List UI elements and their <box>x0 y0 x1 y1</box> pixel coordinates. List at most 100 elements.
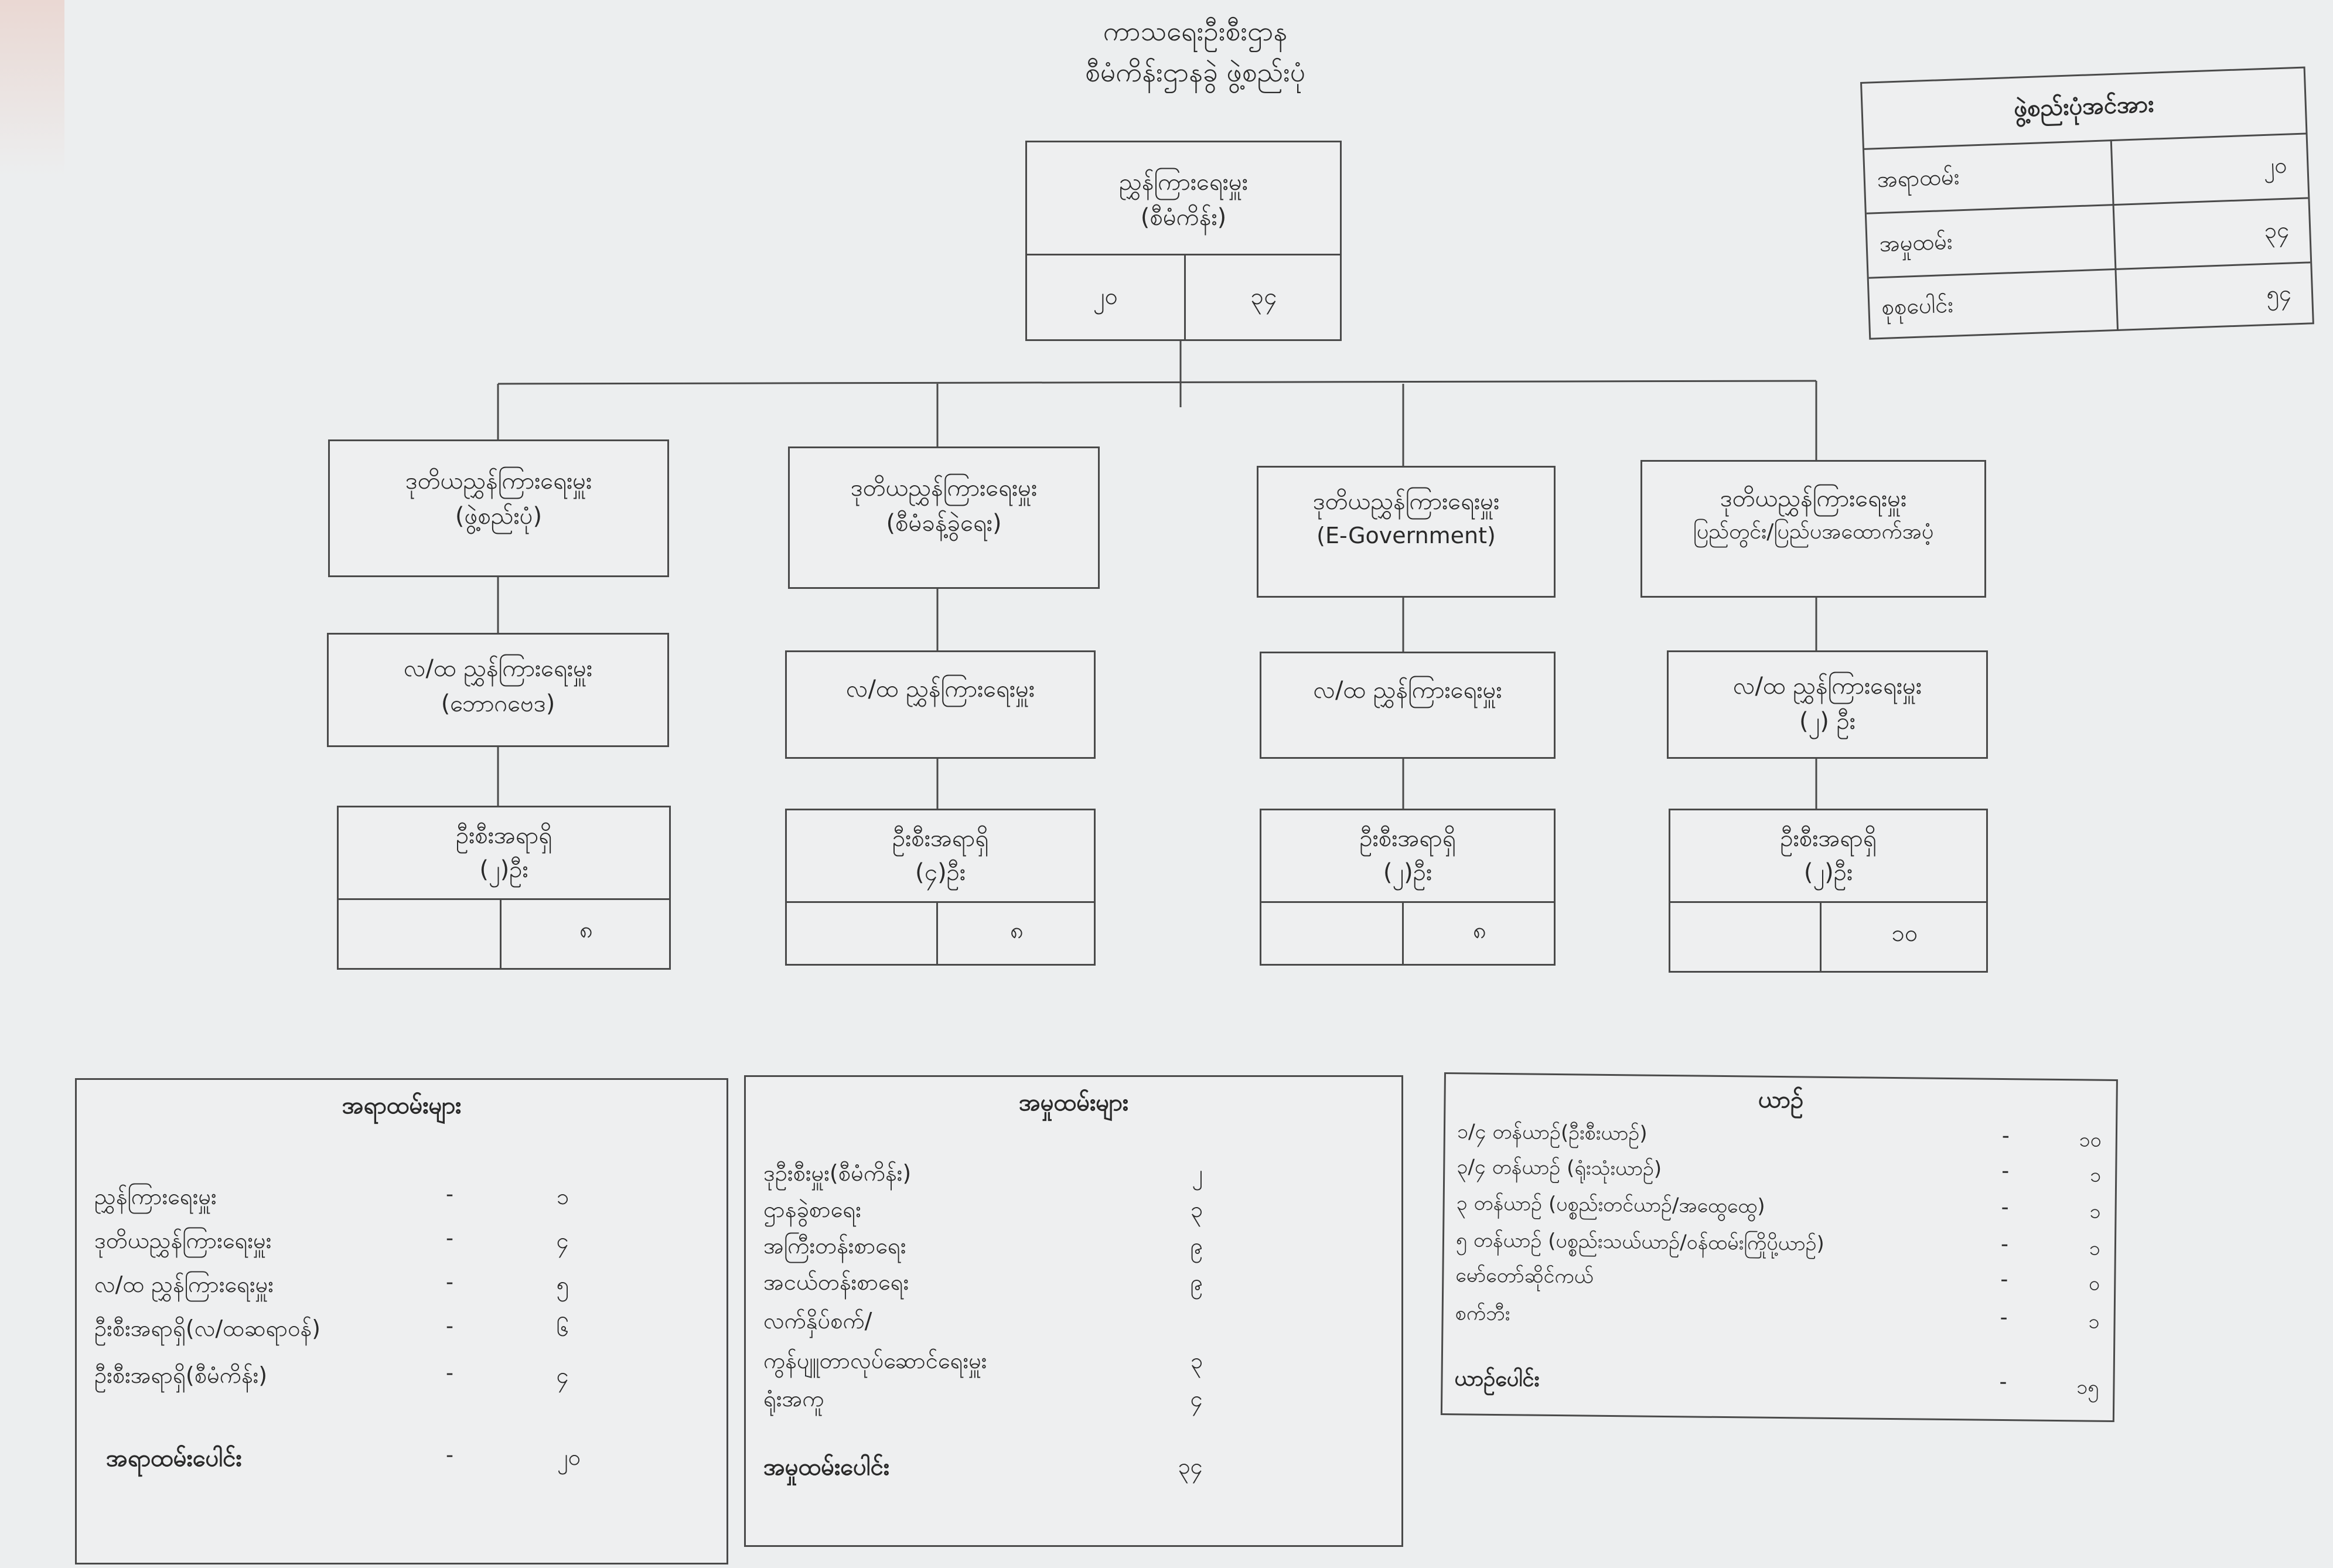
staff-row-label: လက်နှိပ်စက်/ <box>763 1308 872 1334</box>
officers-row-value: ၅ <box>556 1272 569 1297</box>
officers-panel: အရာထမ်းများ ညွှန်ကြားရေးမှူး - ၁ ဒုတိယညွ… <box>75 1078 728 1564</box>
deputy-box: ဒုတိယညွှန်ကြားရေးမှူး (E-Government) <box>1257 466 1556 598</box>
officer-divider <box>936 901 938 966</box>
assistant-director-box: လ/ထ ညွှန်ကြားရေးမှူး <box>1260 652 1556 759</box>
summary-header: ဖွဲ့စည်းပုံအင်အား <box>1862 68 2306 150</box>
staff-total-value: ၃၄ <box>1178 1453 1203 1479</box>
vehicles-panel: ယာဉ် ၁/၄ တန်ယာဉ်(ဦးစီးယာဉ်) - ၁၀ ၃/၄ တန်… <box>1440 1072 2118 1423</box>
assistant-title: လ/ထ ညွှန်ကြားရေးမှူး <box>845 676 1035 703</box>
summary-rule-1 <box>1866 197 2308 214</box>
officers-row-dash: - <box>446 1314 453 1338</box>
deputy-subtitle: (ဖွဲ့စည်းပုံ) <box>455 503 543 530</box>
officer-count: (၂)ဦး <box>479 856 528 883</box>
officer-title: ဦးစီးအရာရှိ <box>455 822 552 849</box>
officer-title: ဦးစီးအရာရှိ <box>1780 825 1877 852</box>
vehicles-row-dash: - <box>2000 1267 2008 1292</box>
summary-row-label: အမှုထမ်း <box>1878 228 1953 257</box>
officer-staff-value: ၈ <box>1473 916 1486 944</box>
officer-left-value <box>1670 903 1820 967</box>
deputy-title: ဒုတိယညွှန်ကြားရေးမှူး <box>850 475 1038 502</box>
assistant-title: လ/ထ ညွှန်ကြားရေးမှူး <box>403 655 593 682</box>
vehicles-row-label: စက်ဘီး <box>1455 1301 1510 1326</box>
officer-rule <box>787 901 1094 903</box>
officer-left-value <box>339 900 500 963</box>
assistant-director-box: လ/ထ ညွှန်ကြားရေးမှူး (ဘောဂဗေဒ) <box>327 633 669 747</box>
officer-count: (၂)ဦး <box>1803 859 1853 886</box>
assistant-title: လ/ထ ညွှန်ကြားရေးမှူး <box>1732 673 1922 700</box>
officer-box: ဦးစီးအရာရှိ (၂)ဦး ၁၀ <box>1669 809 1988 973</box>
officer-left-value <box>1261 903 1402 962</box>
summary-row-label: စုစုပေါင်း <box>1881 291 1954 320</box>
deputy-box: ဒုတိယညွှန်ကြားရေးမှူး (ဖွဲ့စည်းပုံ) <box>328 439 669 577</box>
officer-divider <box>500 898 502 970</box>
staff-panel: အမှုထမ်းများ ဒုဦးစီးမှူး(စီမံကိန်း) ၂ ဌာ… <box>744 1075 1403 1547</box>
vehicles-row-dash: - <box>2001 1123 2010 1148</box>
vehicles-row-value: ၁ <box>2089 1236 2101 1260</box>
summary-row-value: ၂၀ <box>2263 152 2288 179</box>
deputy-subtitle: (စီမံခန့်ခွဲရေး) <box>886 510 1002 537</box>
vehicles-row-label: ၁/၄ တန်ယာဉ်(ဦးစီးယာဉ်) <box>1457 1120 1648 1146</box>
officers-row-label: ဦးစီးအရာရှိ(စီမံကိန်း) <box>94 1362 268 1388</box>
vehicles-row-value: ၀ <box>2088 1272 2100 1296</box>
summary-table: ဖွဲ့စည်းပုံအင်အား အရာထမ်း အမှုထမ်း စုစုပ… <box>1860 66 2314 340</box>
vehicles-total-value: ၁၅ <box>2076 1375 2099 1399</box>
officers-total-dash: - <box>446 1443 453 1467</box>
summary-row-value: ၃၄ <box>2263 216 2290 244</box>
officers-row-value: ၄ <box>556 1362 569 1388</box>
summary-rule-2 <box>1868 261 2311 279</box>
staff-row-value: ၃ <box>1190 1197 1203 1222</box>
officer-divider <box>1820 901 1822 973</box>
vehicles-row-value: ၁ <box>2089 1163 2102 1187</box>
officers-row-dash: - <box>446 1361 453 1385</box>
staff-row-label: ကွန်ပျူတာလုပ်ဆောင်ရေးမှူး <box>763 1348 987 1373</box>
director-title: ညွှန်ကြားရေးမှူး <box>1119 169 1248 196</box>
deputy-box: ဒုတိယညွှန်ကြားရေးမှူး (စီမံခန့်ခွဲရေး) <box>788 446 1100 589</box>
staff-total-label: အမှုထမ်းပေါင်း <box>763 1454 890 1481</box>
chart-title-line2: စီမံကိန်းဌာနခွဲ ဖွဲ့စည်းပုံ <box>1085 56 1305 88</box>
staff-row-value: ၉ <box>1190 1269 1203 1295</box>
officers-row-label: ညွှန်ကြားရေးမှူး <box>94 1184 217 1209</box>
assistant-director-box: လ/ထ ညွှန်ကြားရေးမှူး (၂) ဦး <box>1667 650 1988 759</box>
officers-row-dash: - <box>446 1226 453 1250</box>
vehicles-row-dash: - <box>2000 1232 2009 1257</box>
staff-row-label: အကြီးတန်းစာရေး <box>763 1233 906 1259</box>
vehicles-row-dash: - <box>2001 1195 2009 1220</box>
officers-row-dash: - <box>446 1182 453 1206</box>
deputy-box: ဒုတိယညွှန်ကြားရေးမှူး ပြည်တွင်း/ပြည်ပအထေ… <box>1640 460 1986 598</box>
vehicles-row-label: ၃ တန်ယာဉ် (ပစ္စည်းတင်ယာဉ်/အထွေထွေ) <box>1456 1191 1765 1218</box>
staff-row-label: အငယ်တန်းစာရေး <box>763 1269 909 1295</box>
officers-row-label: ဒုတိယညွှန်ကြားရေးမှူး <box>94 1228 272 1253</box>
officer-box: ဦးစီးအရာရှိ (၄)ဦး ၈ <box>785 809 1096 966</box>
officers-row-label: လ/ထ ညွှန်ကြားရေးမှူး <box>94 1272 274 1297</box>
officers-total-label: အရာထမ်းပေါင်း <box>106 1445 242 1472</box>
deputy-subtitle: (E-Government) <box>1316 523 1496 548</box>
vehicles-row-value: ၁၀ <box>2079 1128 2102 1152</box>
officer-title: ဦးစီးအရာရှိ <box>892 825 989 852</box>
officers-row-value: ၄ <box>556 1228 569 1253</box>
assistant-subtitle: (၂) ဦး <box>1799 708 1856 735</box>
officers-row-value: ၆ <box>556 1315 569 1341</box>
officers-row-value: ၁ <box>556 1184 569 1209</box>
vehicles-row-label: ၅ တန်ယာဉ် (ပစ္စည်းသယ်ယာဉ်/ဝန်ထမ်းကြိုပို… <box>1455 1228 1825 1256</box>
staff-row-value: ၉ <box>1190 1233 1203 1259</box>
officer-left-value <box>787 903 936 962</box>
officers-panel-header: အရာထမ်းများ <box>342 1092 462 1119</box>
deputy-subtitle: ပြည်တွင်း/ပြည်ပအထောက်အပံ့ <box>1693 520 1934 544</box>
officer-title: ဦးစီးအရာရှိ <box>1359 825 1456 852</box>
vehicles-row-label: ၃/၄ တန်ယာဉ် (ရုံးသုံးယာဉ်) <box>1457 1155 1662 1181</box>
assistant-subtitle: (ဘောဂဗေဒ) <box>441 690 555 717</box>
deputy-title: ဒုတိယညွှန်ကြားရေးမှူး <box>405 468 592 495</box>
director-divider <box>1184 254 1186 341</box>
assistant-title: လ/ထ ညွှန်ကြားရေးမှူး <box>1313 677 1502 704</box>
officer-box: ဦးစီးအရာရှိ (၂)ဦး ၈ <box>1260 809 1556 966</box>
deputy-title: ဒုတိယညွှန်ကြားရေးမှူး <box>1312 488 1500 515</box>
staff-row-label: ဌာနခွဲစာရေး <box>763 1197 861 1222</box>
assistant-director-box: လ/ထ ညွှန်ကြားရေးမှူး <box>785 650 1096 759</box>
officer-count: (၄)ဦး <box>915 859 966 886</box>
officers-row-label: ဦးစီးအရာရှိ(လ/ထဆရာဝန်) <box>94 1315 320 1341</box>
scan-smudge <box>0 0 64 176</box>
director-staff-count: ၃၄ <box>1250 282 1277 310</box>
vehicles-total-label: ယာဉ်ပေါင်း <box>1454 1366 1540 1392</box>
